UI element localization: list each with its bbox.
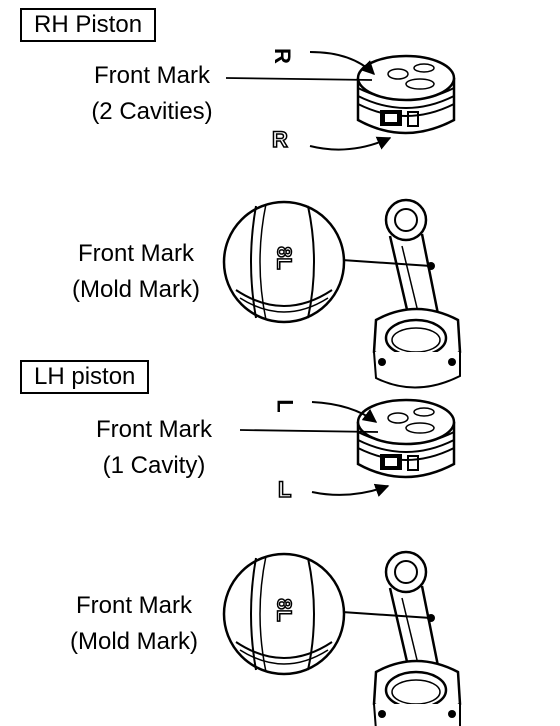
rh-piston-title: RH Piston: [20, 8, 157, 42]
lh-piston-mark-line2: (1 Cavity): [102, 452, 206, 479]
rh-piston-mark-line2: (2 Cavities): [91, 98, 213, 125]
lh-side-arrow: [311, 483, 390, 497]
lh-top-arrow: [311, 401, 378, 423]
rh-rod-mark-line2: (Mold Mark): [71, 276, 200, 303]
lh-piston-mark-label: Front Mark (1 Cavity): [64, 412, 244, 484]
rh-piston-leader: [225, 77, 373, 81]
lh-piston-mark-line1: Front Mark: [95, 416, 212, 443]
lh-rod-mark-label: Front Mark (Mold Mark): [44, 588, 224, 660]
rh-piston-mark-line1: Front Mark: [93, 62, 210, 89]
rh-rod-drawing: [222, 198, 462, 389]
rh-side-mark: R: [271, 127, 288, 153]
rh-top-arrow: [309, 51, 375, 75]
rh-rod-mark-line1: Front Mark: [77, 240, 194, 267]
lh-mold-mark: 8L: [272, 598, 296, 623]
rh-mold-mark: 8L: [272, 246, 296, 271]
rh-piston-drawing: [356, 54, 456, 135]
lh-side-mark: L: [277, 477, 292, 503]
lh-piston-leader: [239, 429, 379, 433]
lh-piston-drawing: [356, 398, 456, 479]
lh-rod-drawing: [222, 550, 462, 726]
lh-piston-title: LH piston: [20, 360, 150, 394]
lh-rod-mark-line2: (Mold Mark): [69, 628, 198, 655]
rh-side-arrow: [309, 136, 392, 151]
rh-piston-mark-label: Front Mark (2 Cavities): [62, 58, 242, 130]
lh-rod-mark-line1: Front Mark: [75, 592, 192, 619]
lh-top-mark: L: [272, 399, 298, 413]
rh-top-mark: R: [269, 48, 295, 64]
rh-rod-mark-label: Front Mark (Mold Mark): [46, 236, 226, 308]
